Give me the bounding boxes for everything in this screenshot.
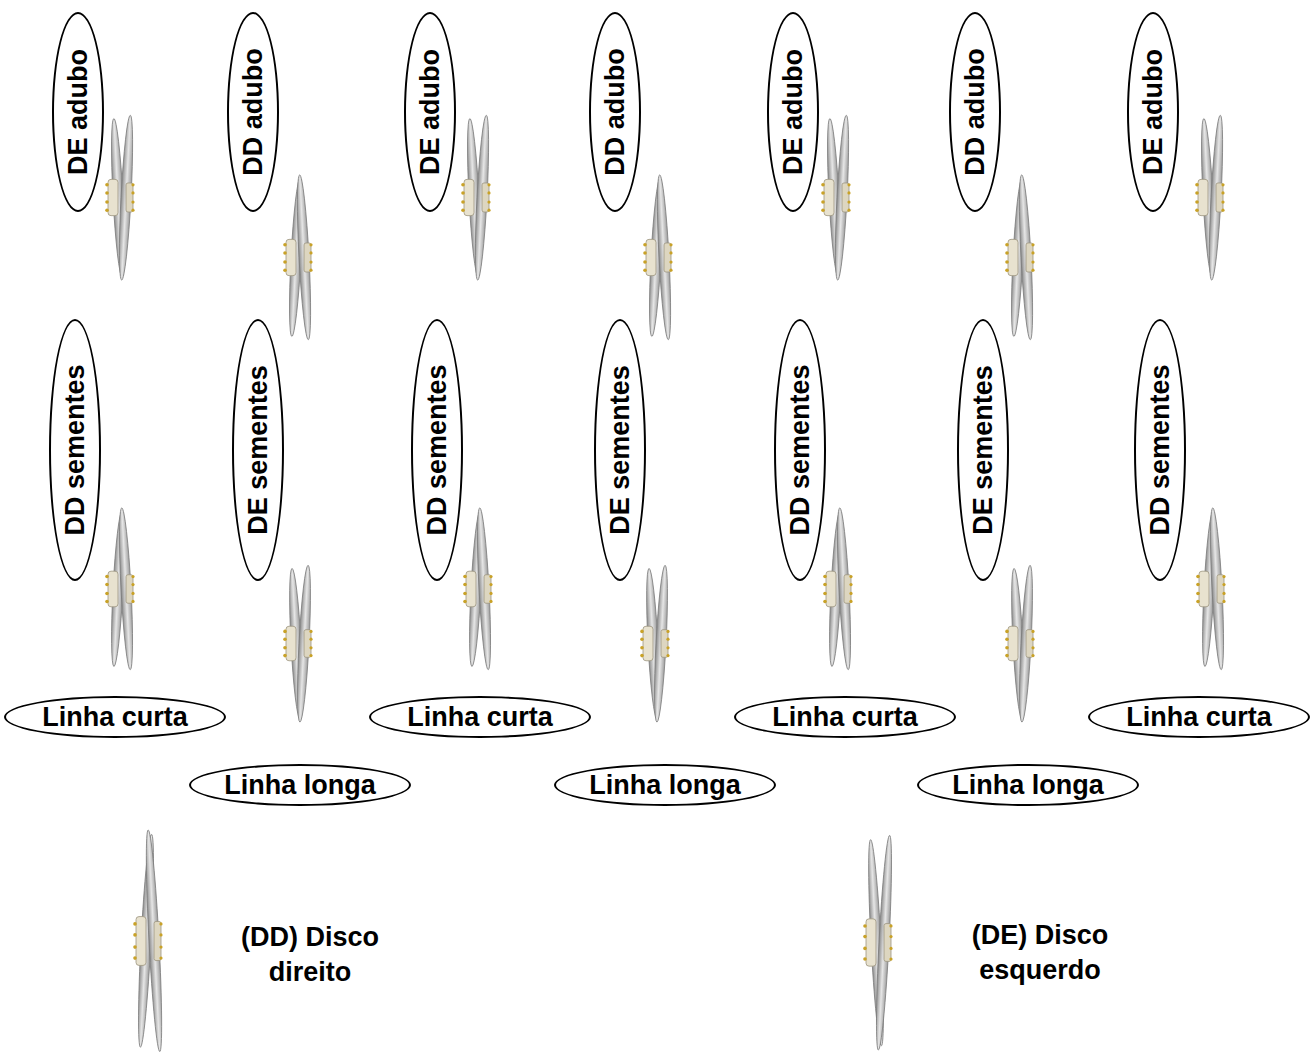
disc-symbol bbox=[1005, 175, 1035, 340]
disc-symbol bbox=[821, 115, 851, 280]
disc-symbol bbox=[461, 115, 491, 280]
label-ellipse-vertical: DD adubo bbox=[227, 12, 279, 212]
node-label: DE adubo bbox=[780, 49, 807, 175]
legend-label: (DD) Disco direito bbox=[210, 920, 410, 990]
label-ellipse-vertical: DD sementes bbox=[411, 319, 463, 581]
node-label: DE adubo bbox=[1140, 49, 1167, 175]
label-ellipse: Linha curta bbox=[4, 696, 226, 738]
node-label: Linha longa bbox=[224, 772, 376, 799]
label-ellipse-vertical: DE adubo bbox=[404, 12, 456, 212]
disc-symbol bbox=[283, 565, 313, 722]
node-label: Linha curta bbox=[772, 704, 918, 731]
node-label: Linha curta bbox=[1126, 704, 1272, 731]
node-label: Linha curta bbox=[42, 704, 188, 731]
node-label: DD sementes bbox=[787, 364, 814, 535]
disc-symbol bbox=[105, 508, 135, 670]
label-ellipse-vertical: DD sementes bbox=[774, 319, 826, 581]
node-label: DD sementes bbox=[424, 364, 451, 535]
disc-symbol bbox=[105, 115, 135, 280]
node-label: Linha curta bbox=[407, 704, 553, 731]
node-label: DE sementes bbox=[245, 365, 272, 535]
node-label: DD sementes bbox=[1147, 364, 1174, 535]
node-label: DD adubo bbox=[240, 48, 267, 176]
disc-symbol bbox=[463, 508, 493, 670]
label-ellipse-vertical: DD sementes bbox=[49, 319, 101, 581]
disc-symbol bbox=[1005, 565, 1035, 722]
node-label: DE adubo bbox=[417, 49, 444, 175]
node-label: DD adubo bbox=[602, 48, 629, 176]
disc-symbol bbox=[1195, 115, 1225, 280]
disc-symbol bbox=[823, 508, 853, 670]
label-ellipse: Linha longa bbox=[189, 764, 411, 806]
disc-symbol bbox=[1196, 508, 1226, 670]
disc-symbol bbox=[640, 565, 670, 722]
label-ellipse-vertical: DE sementes bbox=[232, 319, 284, 581]
disc-symbol bbox=[643, 175, 673, 340]
node-label: DE sementes bbox=[607, 365, 634, 535]
label-ellipse-vertical: DE adubo bbox=[767, 12, 819, 212]
disc-symbol bbox=[283, 175, 313, 340]
label-ellipse-vertical: DD adubo bbox=[949, 12, 1001, 212]
label-ellipse-vertical: DE sementes bbox=[957, 319, 1009, 581]
label-ellipse: Linha longa bbox=[554, 764, 776, 806]
node-label: Linha longa bbox=[589, 772, 741, 799]
disc-symbol bbox=[133, 830, 165, 1052]
disc-symbol bbox=[863, 835, 894, 1050]
node-label: Linha longa bbox=[952, 772, 1104, 799]
node-label: DD adubo bbox=[962, 48, 989, 176]
label-ellipse-vertical: DE adubo bbox=[52, 12, 104, 212]
label-ellipse: Linha curta bbox=[1088, 696, 1310, 738]
label-ellipse-vertical: DE sementes bbox=[594, 319, 646, 581]
label-ellipse: Linha longa bbox=[917, 764, 1139, 806]
label-ellipse: Linha curta bbox=[734, 696, 956, 738]
node-label: DE adubo bbox=[65, 49, 92, 175]
node-label: DD sementes bbox=[62, 364, 89, 535]
label-ellipse-vertical: DE adubo bbox=[1127, 12, 1179, 212]
label-ellipse-vertical: DD sementes bbox=[1134, 319, 1186, 581]
node-label: DE sementes bbox=[970, 365, 997, 535]
legend-label: (DE) Disco esquerdo bbox=[940, 918, 1140, 988]
label-ellipse: Linha curta bbox=[369, 696, 591, 738]
label-ellipse-vertical: DD adubo bbox=[589, 12, 641, 212]
